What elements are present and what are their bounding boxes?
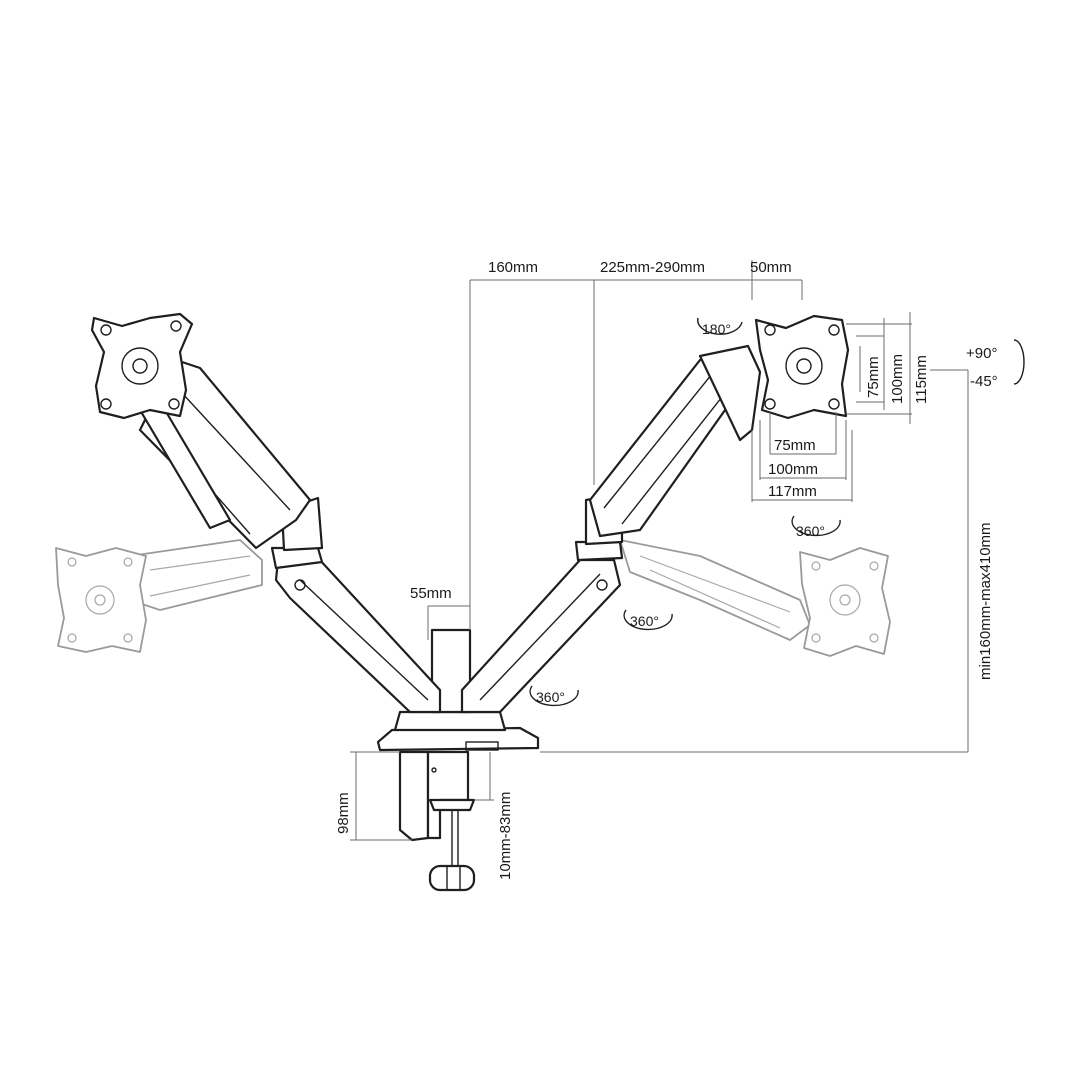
pole-width-label: 55mm — [410, 585, 452, 602]
vesa-horizontal-100-label: 100mm — [768, 461, 818, 478]
vesa-horizontal-75-label: 75mm — [774, 437, 816, 454]
left-lower-arm — [274, 556, 442, 714]
ghost-left-vesa-plate — [55, 547, 147, 653]
rotate-360-head-label: 360° — [796, 523, 825, 539]
rotate-180-label: 180° — [702, 321, 731, 337]
desk-thickness-label: 10mm-83mm — [497, 792, 514, 880]
arm-reach-label-225-290: 225mm-290mm — [600, 259, 705, 276]
vesa-vertical-100-label: 100mm — [889, 354, 906, 404]
rotate-360-arm-label: 360° — [630, 613, 659, 629]
arm-reach-label-160: 160mm — [488, 259, 538, 276]
dimension-lines — [350, 260, 969, 841]
vesa-vertical-75-label: 75mm — [865, 356, 882, 398]
ghost-left-arm — [129, 539, 263, 611]
left-vesa-plate — [90, 312, 194, 420]
vesa-horizontal-117-label: 117mm — [768, 483, 817, 500]
vesa-vertical-115-label: 115mm — [913, 355, 930, 404]
rotation-arrows — [529, 317, 1025, 707]
tilt-up-label: +90° — [966, 345, 997, 362]
ghost-right-vesa-plate — [799, 547, 891, 657]
right-upper-arm — [588, 344, 762, 538]
ghost-right-arm — [619, 539, 811, 641]
height-range-label: min160mm-max410mm — [977, 522, 994, 680]
tilt-down-label: -45° — [970, 373, 998, 390]
clamp-height-label: 98mm — [335, 792, 352, 834]
clamp-assembly — [376, 710, 540, 892]
rotate-360-base-label: 360° — [536, 689, 565, 705]
vesa-offset-label: 50mm — [750, 259, 792, 276]
right-vesa-plate — [754, 314, 850, 420]
